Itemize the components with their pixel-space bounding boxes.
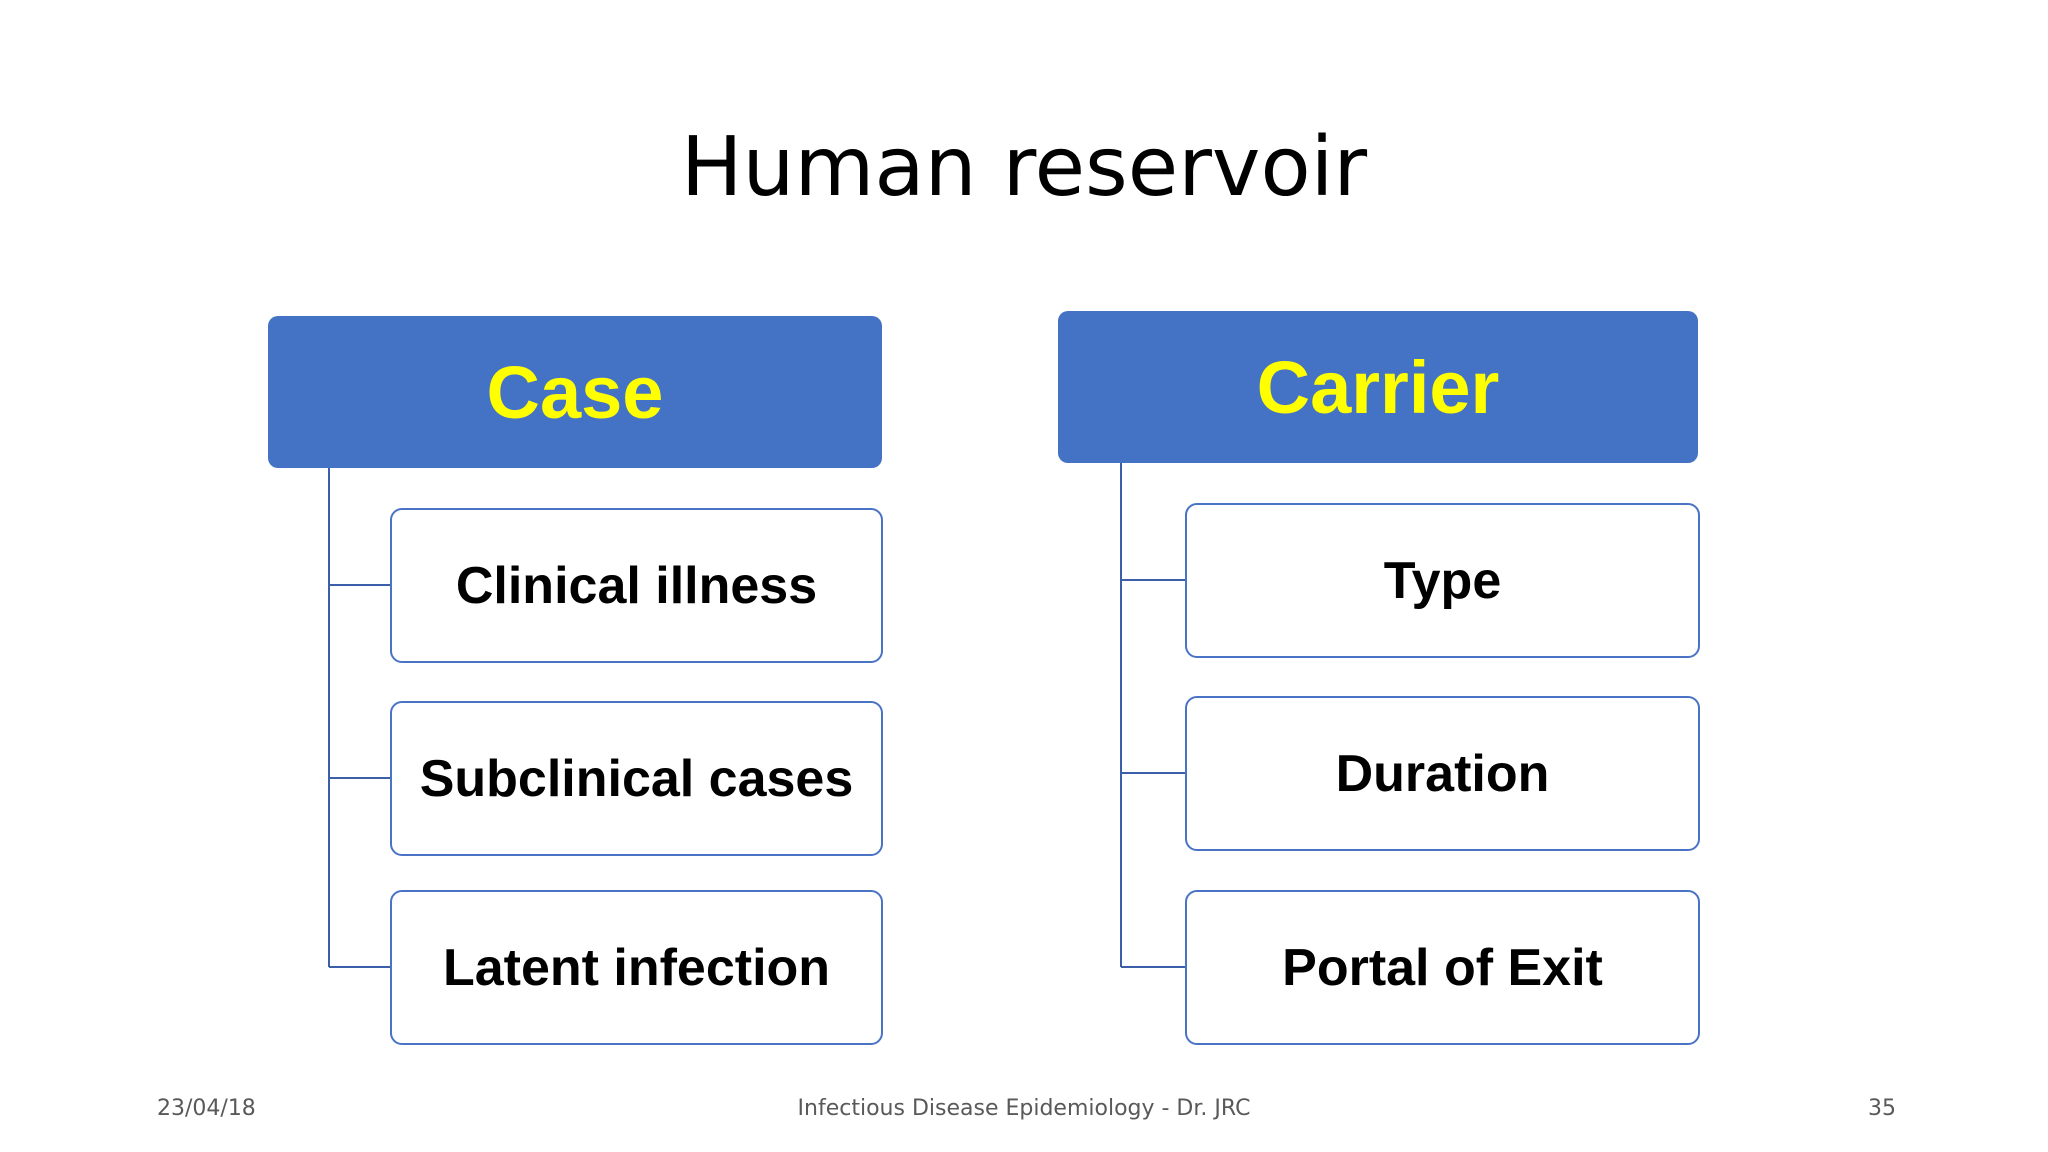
footer-title: Infectious Disease Epidemiology - Dr. JR…	[797, 1096, 1251, 1121]
carrier-item-duration: Duration	[1185, 696, 1700, 851]
case-item-latent-infection: Latent infection	[390, 890, 883, 1045]
case-header-label: Case	[486, 350, 664, 434]
case-item-clinical-illness: Clinical illness	[390, 508, 883, 663]
slide-title: Human reservoir	[680, 120, 1368, 215]
case-item-subclinical-cases: Subclinical cases	[390, 701, 883, 856]
carrier-item-portal-of-exit: Portal of Exit	[1185, 890, 1700, 1045]
carrier-item-label: Portal of Exit	[1282, 938, 1603, 997]
case-item-label: Subclinical cases	[419, 749, 854, 808]
footer-date: 23/04/18	[157, 1096, 256, 1121]
case-item-label: Clinical illness	[455, 556, 818, 615]
carrier-item-type: Type	[1185, 503, 1700, 658]
carrier-item-label: Duration	[1335, 744, 1550, 803]
carrier-header-box: Carrier	[1058, 311, 1698, 463]
case-header-box: Case	[268, 316, 882, 468]
case-item-label: Latent infection	[442, 938, 831, 997]
carrier-item-label: Type	[1383, 551, 1502, 610]
carrier-header-label: Carrier	[1256, 345, 1500, 429]
footer-page-number: 35	[1868, 1096, 1896, 1121]
